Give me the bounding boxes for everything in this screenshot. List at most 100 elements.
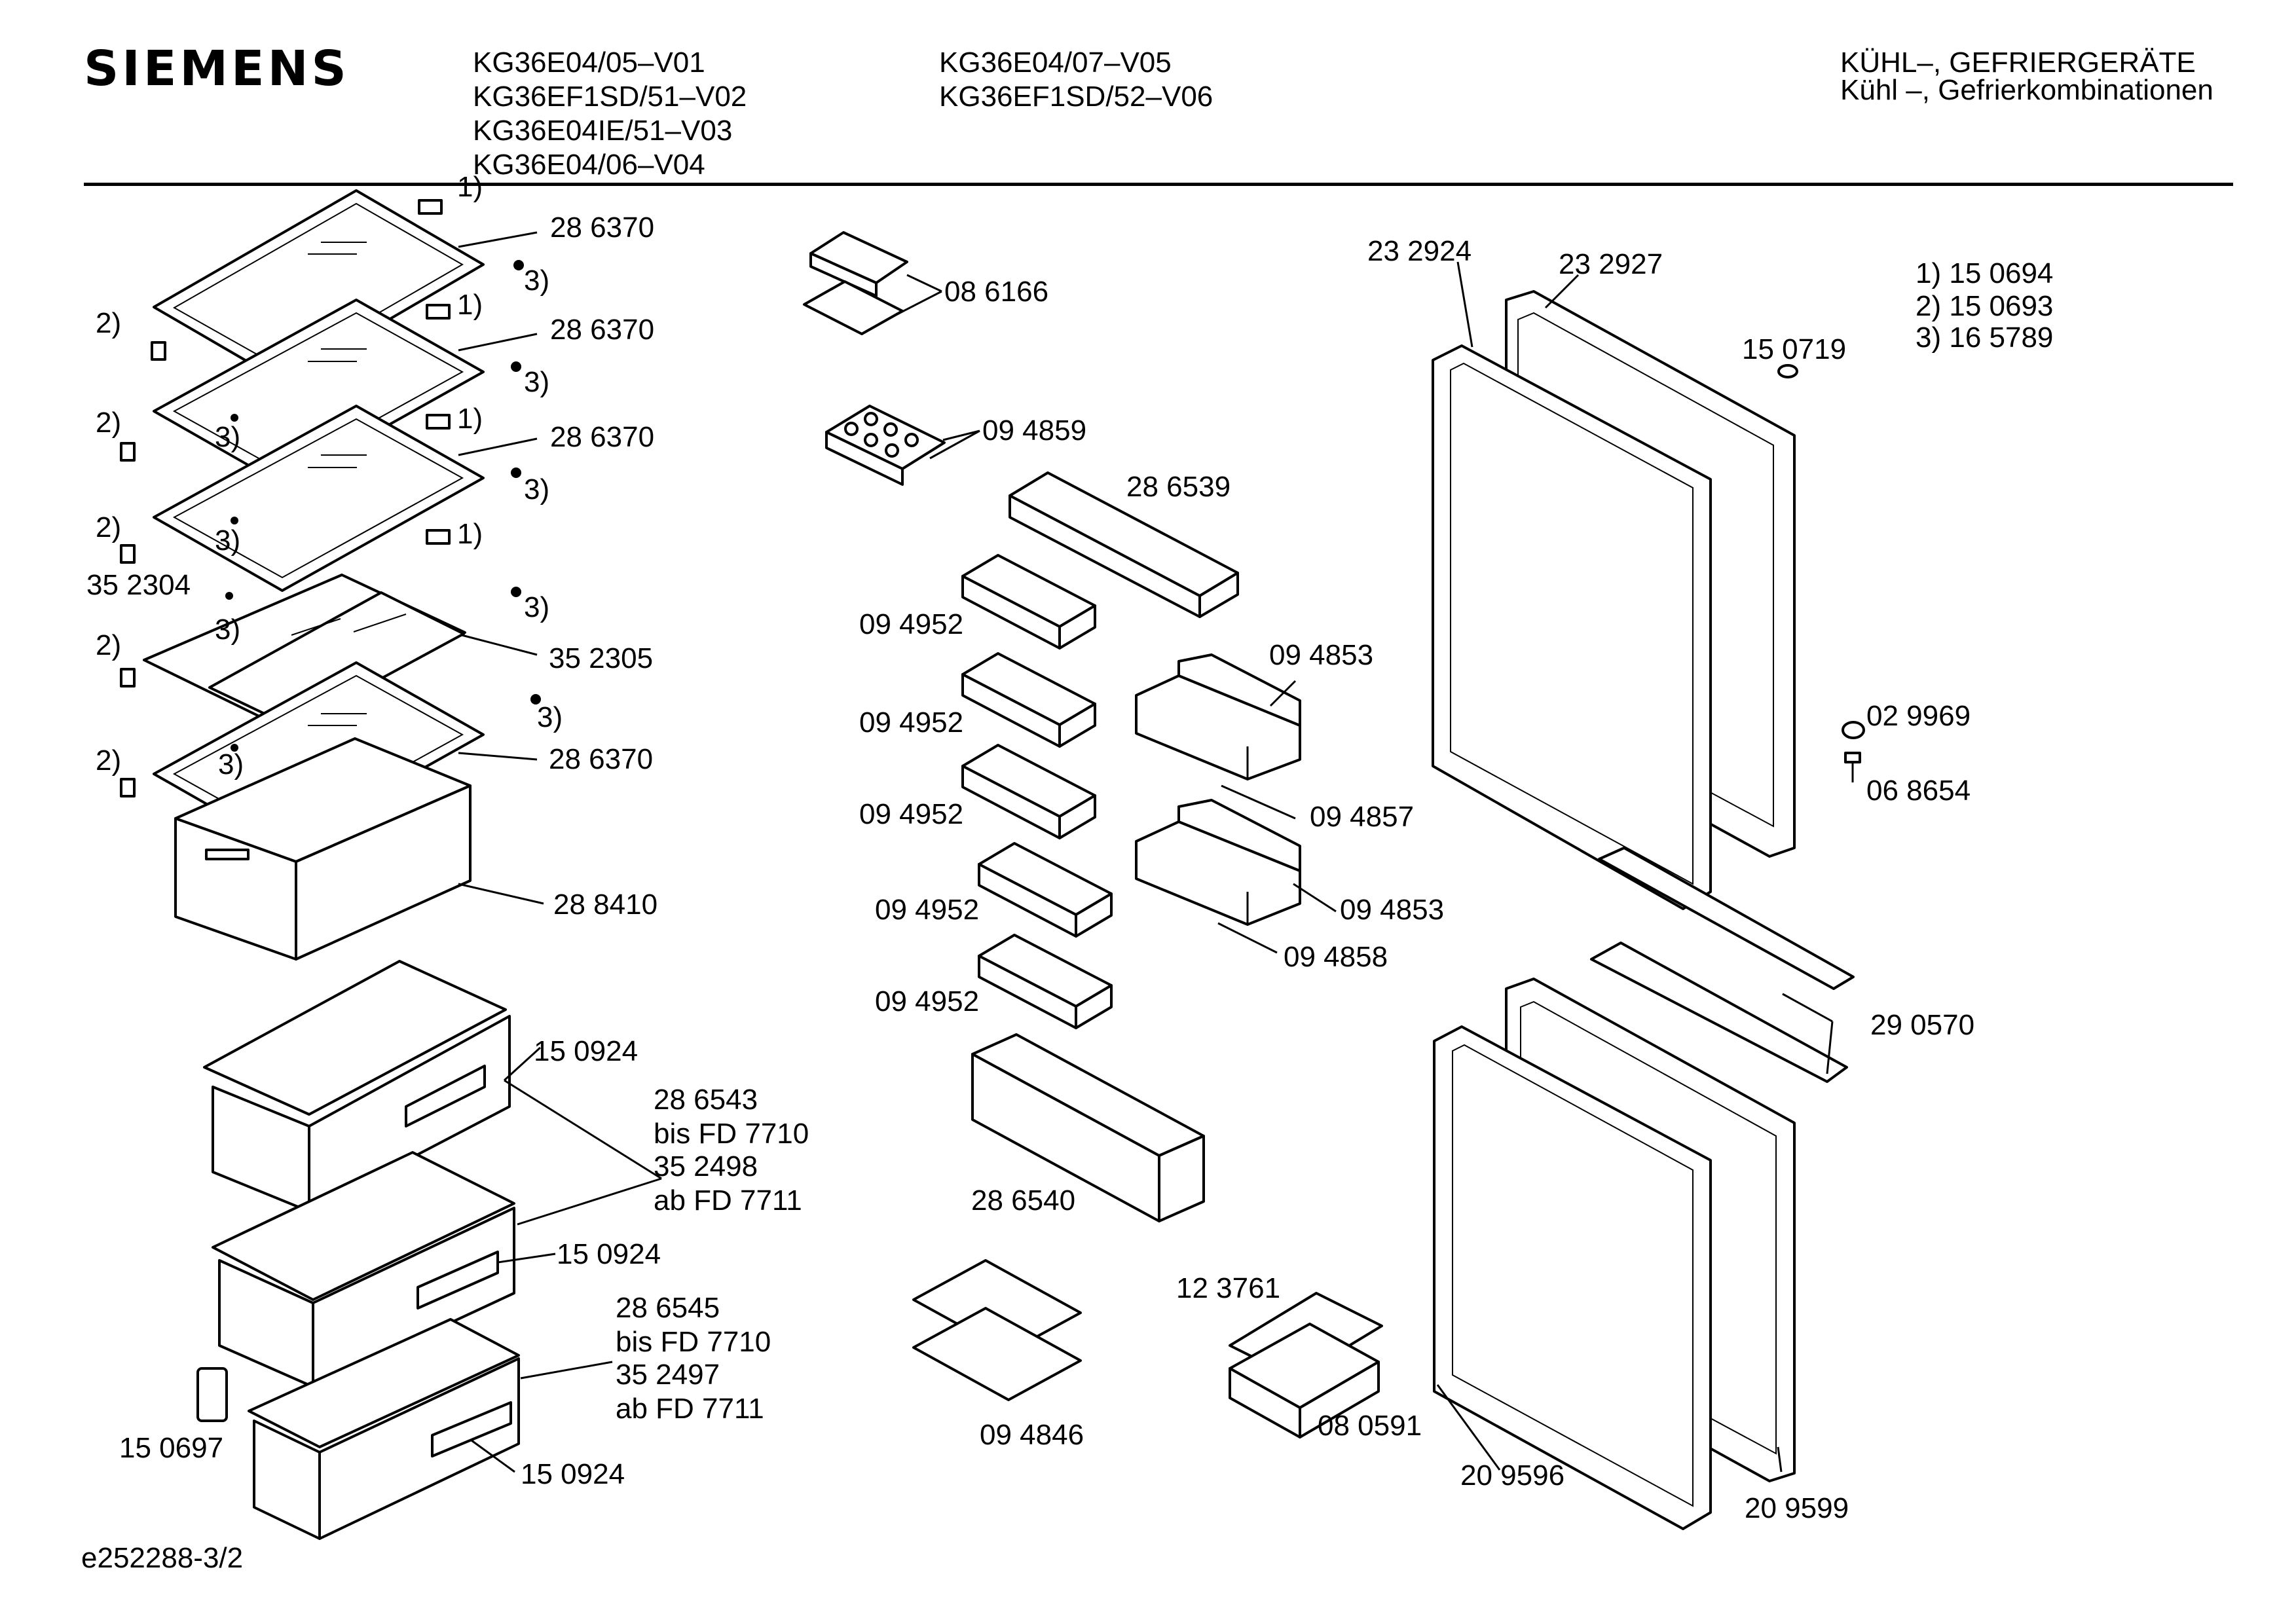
part-label: 35 2304 [86,569,191,601]
part-label: 20 9596 [1460,1459,1565,1492]
part-label: 3) [524,473,549,505]
bottle-holder-1 [1135,653,1301,780]
brand-logo: SIEMENS [84,41,350,97]
part-label: 09 4846 [980,1419,1084,1451]
door-shelf-small-5 [978,934,1113,1029]
butter-box [803,231,908,335]
cold-packs [912,1259,1082,1401]
part-label: 09 4952 [875,894,979,926]
drawer-upper [203,960,511,1213]
model-number: KG36E04/05–V01 [473,46,705,79]
part-label: 28 6370 [550,211,654,244]
part-label: 23 2924 [1367,235,1472,267]
model-number: KG36E04/06–V04 [473,149,705,181]
part-label: ab FD 7711 [654,1184,802,1217]
part-label: bis FD 7710 [654,1118,809,1150]
freezer-grille [1590,942,1848,1083]
glass-shelf-2 [153,299,485,486]
part-labels: 1) 28 6370 3) 2) 1) 28 6370 3) 2) 3) 1) … [86,171,1974,1524]
part-label: 08 6166 [944,276,1048,308]
part-label: 28 6539 [1126,471,1231,503]
part-label: 28 6540 [971,1184,1075,1217]
part-label: 09 4859 [982,414,1086,447]
small-hardware [1777,364,1865,782]
header-divider [84,183,2233,186]
part-label: 3) [524,265,549,297]
part-label: 08 0591 [1318,1410,1422,1442]
door-shelf-small-1 [961,554,1096,650]
glass-shelf-3 [153,405,485,592]
egg-tray [825,405,946,486]
part-label: 12 3761 [1176,1272,1280,1304]
model-number: KG36EF1SD/51–V02 [473,81,747,113]
part-label: 2) [96,744,121,777]
leader-lines [458,231,1834,1473]
part-label: 09 4857 [1310,801,1414,833]
part-label: 28 6370 [549,743,653,775]
part-label: 28 8410 [553,888,657,921]
part-label: 35 2497 [616,1359,720,1391]
appliance-subcategory: Kühl –, Gefrierkombinationen [1840,74,2213,106]
part-label: 28 6543 [654,1084,758,1116]
part-label: 09 4952 [859,706,963,739]
part-label: 28 6545 [616,1292,720,1324]
part-label: 35 2305 [549,642,653,674]
part-label: 15 0719 [1742,333,1846,365]
part-label: 3) [218,748,244,780]
drawer-middle [212,1151,515,1388]
part-label: 2) [96,407,121,439]
part-label: 2) [96,307,121,339]
part-label: 1) [457,518,483,550]
ice-tray-and-box [1229,1292,1383,1438]
part-label: 09 4952 [859,608,963,640]
part-label: 3) [215,524,240,557]
fridge-door-gasket [1432,344,1712,910]
part-label: 3) [524,366,549,398]
part-label: 1) [457,403,483,435]
legend-entry: 1) 15 0694 [1916,257,2054,289]
drawer-lower [248,1318,520,1540]
door-shelf-small-3 [961,744,1096,839]
part-label: 29 0570 [1870,1009,1974,1041]
part-label: 2) [96,511,121,543]
drawing-id: e252288-3/2 [81,1542,244,1574]
part-label: 3) [537,701,563,733]
part-label: 1) [457,171,483,203]
door-hinge-bar [1598,847,1855,990]
split-glass-shelf [143,529,466,728]
part-label: 09 4853 [1340,894,1444,926]
shelf-clips [120,260,541,797]
door-shelf-long-bottom [971,1033,1205,1222]
part-label: 15 0924 [521,1458,625,1490]
door-shelf-long-top [1009,471,1239,618]
part-label: 09 4952 [875,985,979,1017]
part-label: 28 6370 [550,421,654,453]
part-label: 06 8654 [1866,775,1971,807]
part-label: 3) [215,614,240,646]
door-shelf-small-2 [961,652,1096,748]
drawer-clip [196,1367,228,1422]
part-label: 09 4952 [859,798,963,830]
part-label: 15 0697 [119,1432,223,1464]
model-number: KG36EF1SD/52–V06 [939,81,1213,113]
legend-entry: 2) 15 0693 [1916,290,2054,322]
model-number: KG36E04IE/51–V03 [473,115,733,147]
part-label: 23 2927 [1559,248,1663,280]
part-label: 1) [457,289,483,321]
freezer-door-gasket [1433,1025,1712,1530]
glass-shelf-1 [153,189,485,383]
part-label: 2) [96,629,121,661]
part-label: 02 9969 [1866,700,1971,732]
legend-entry: 3) 16 5789 [1916,321,2054,354]
model-number: KG36E04/07–V05 [939,46,1172,79]
part-label: 3) [524,591,549,623]
bottle-holder-2 [1135,799,1301,926]
part-label: 09 4853 [1269,639,1373,671]
part-label: 35 2498 [654,1150,758,1182]
part-label: 15 0924 [557,1238,661,1270]
part-label: 3) [215,421,240,453]
part-label: bis FD 7710 [616,1326,771,1358]
vegetable-cover-frame [174,737,472,961]
part-label: 09 4858 [1284,941,1388,973]
